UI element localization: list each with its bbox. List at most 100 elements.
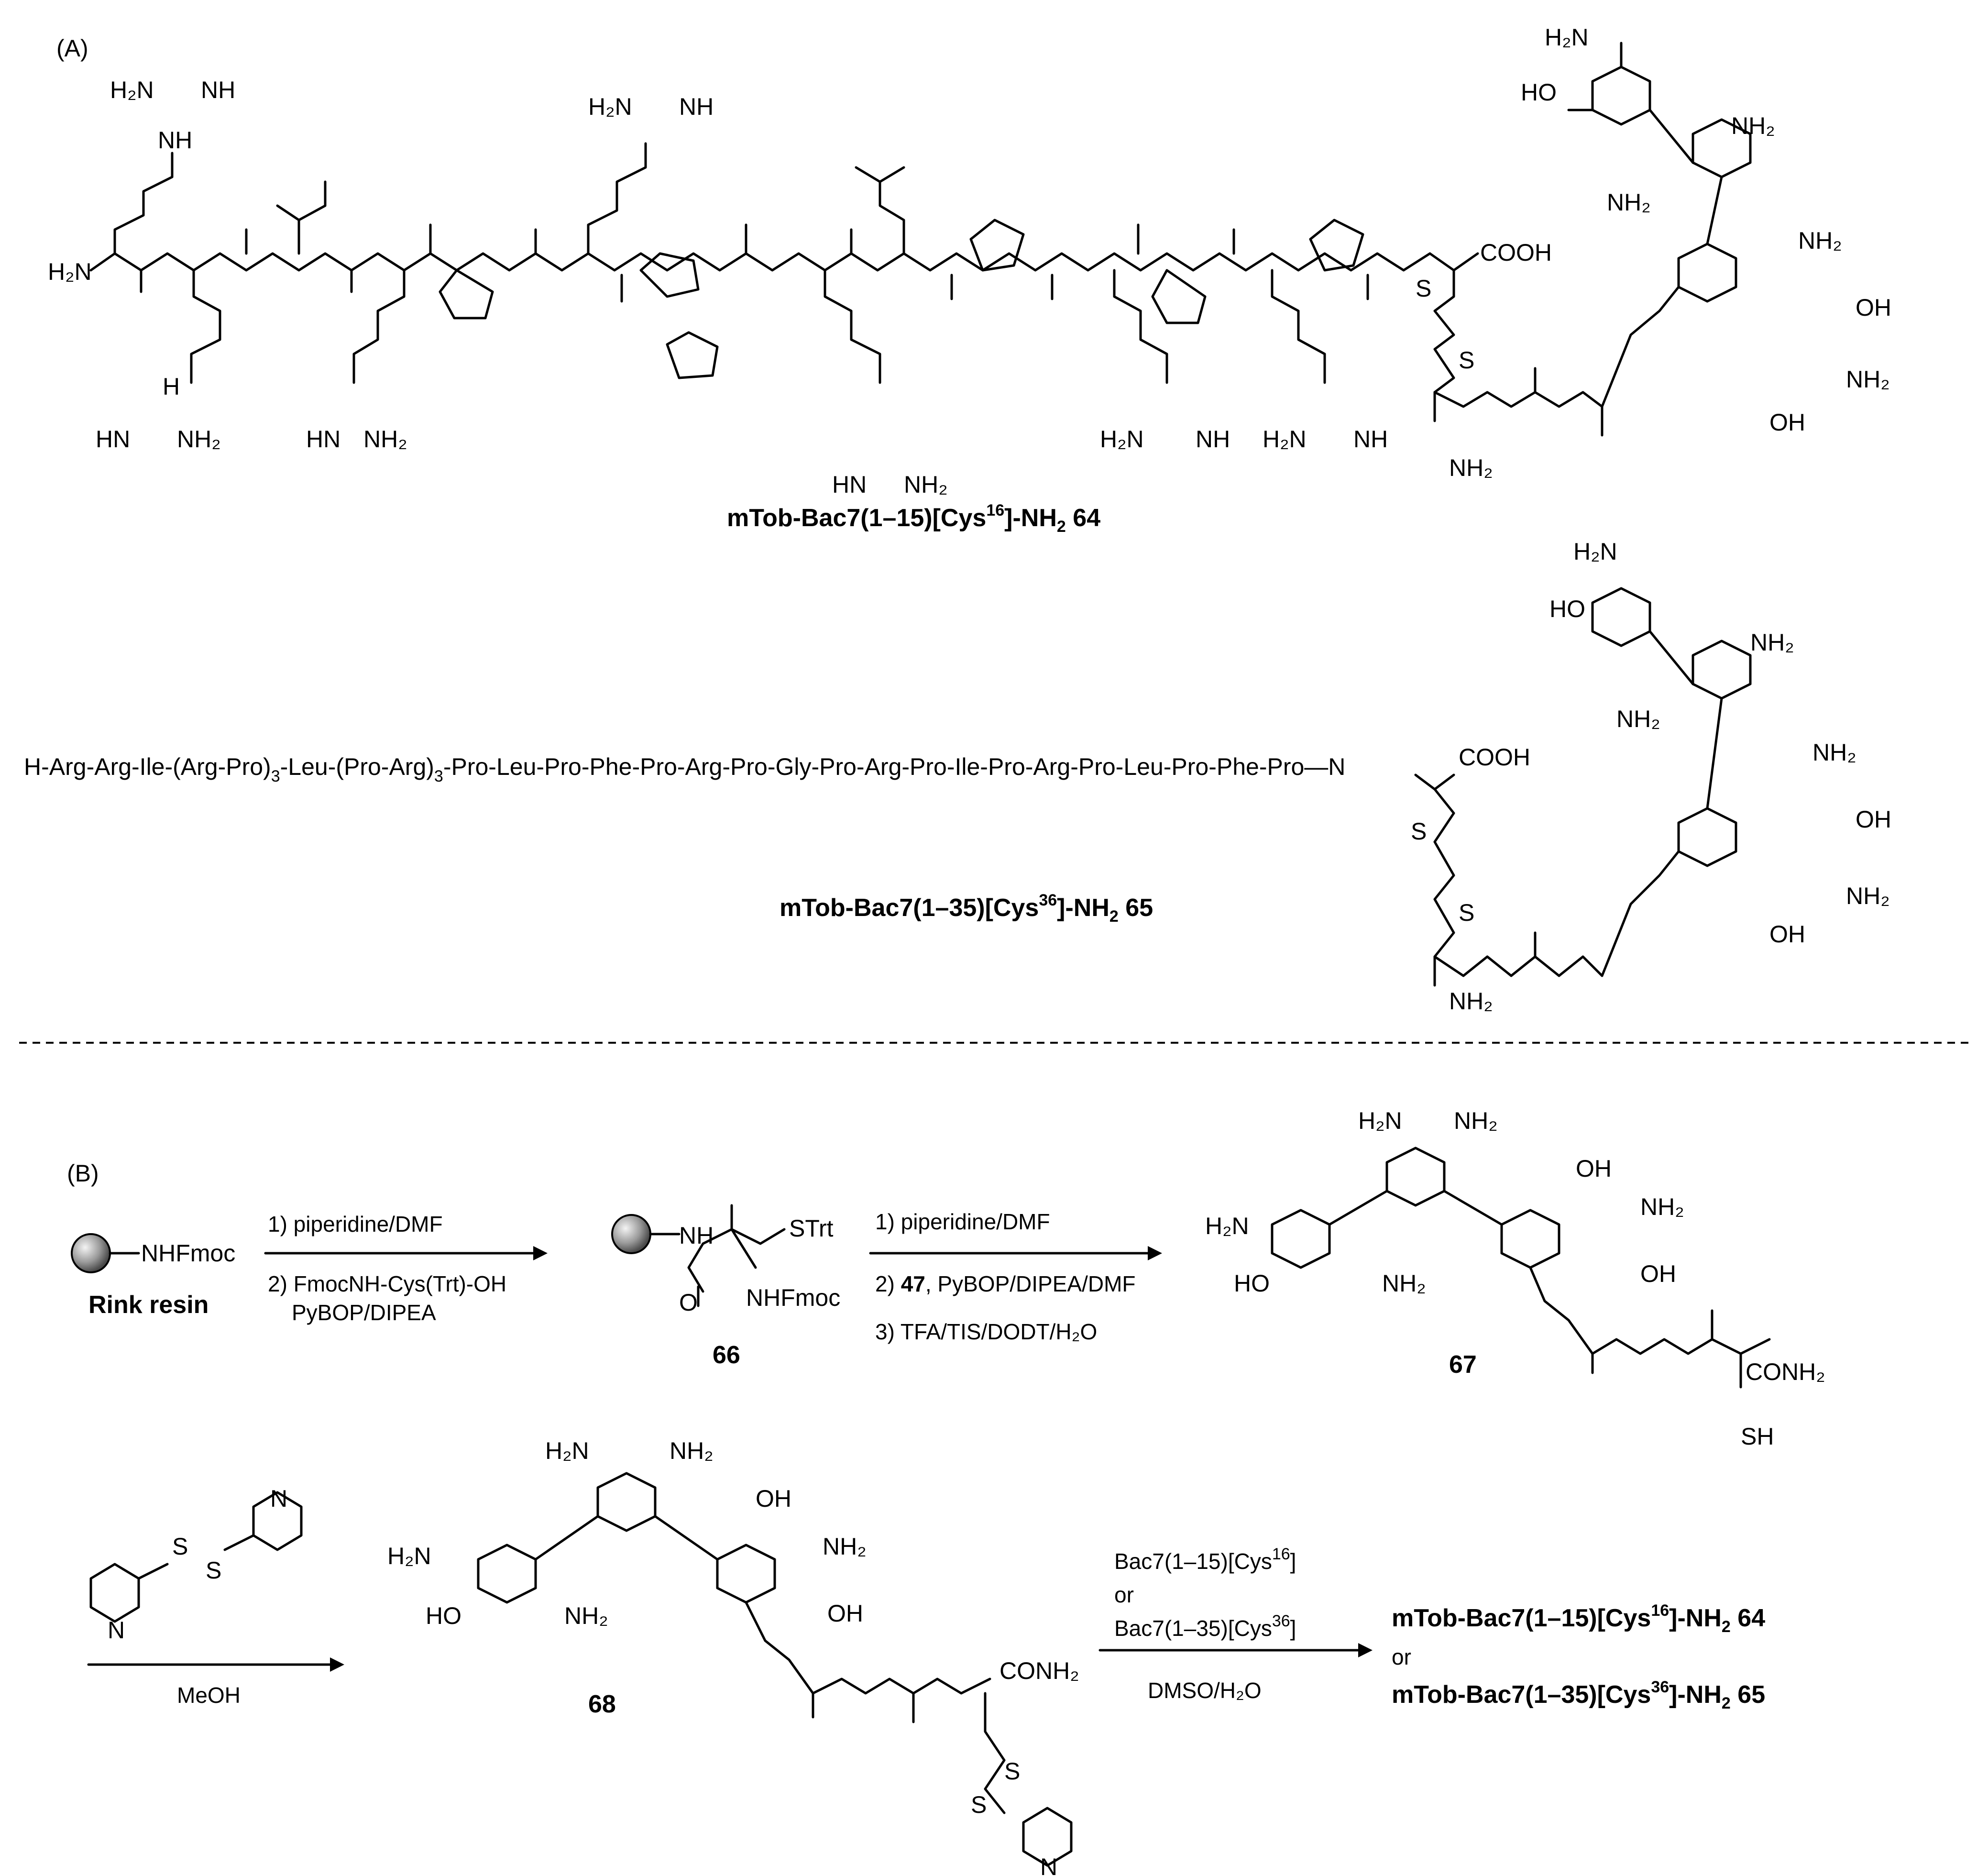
svg-text:NH₂: NH₂ — [1640, 1193, 1684, 1220]
svg-text:OH: OH — [1769, 921, 1805, 948]
svg-text:NH₂: NH₂ — [1382, 1270, 1426, 1297]
svg-text:or: or — [1114, 1582, 1134, 1607]
svg-text:S: S — [1411, 818, 1427, 845]
svg-text:OH: OH — [1856, 806, 1891, 833]
svg-text:H₂N: H₂N — [545, 1437, 589, 1464]
svg-text:NH₂: NH₂ — [1607, 189, 1651, 216]
compound-67-number: 67 — [1449, 1351, 1477, 1379]
svg-text:NH: NH — [158, 127, 192, 154]
svg-text:S: S — [1459, 899, 1474, 926]
svg-text:NH₂: NH₂ — [1449, 988, 1493, 1015]
svg-text:H₂N: H₂N — [110, 77, 154, 103]
svg-text:S: S — [1459, 347, 1474, 374]
svg-text:H₂N: H₂N — [588, 93, 632, 120]
svg-text:NH₂: NH₂ — [363, 426, 407, 452]
dipyridyl-disulfide-structure — [89, 1491, 303, 1623]
svg-text:NH: NH — [1353, 426, 1388, 452]
svg-text:S: S — [1416, 275, 1431, 302]
svg-text:NH₂: NH₂ — [564, 1602, 608, 1629]
svg-text:STrt: STrt — [789, 1215, 834, 1242]
svg-text:PyBOP/DIPEA: PyBOP/DIPEA — [292, 1300, 436, 1325]
product-65-label: mTob-Bac7(1–35)[Cys36]-NH2 65 — [1392, 1678, 1765, 1712]
svg-text:NH: NH — [679, 93, 714, 120]
svg-text:HO: HO — [1234, 1270, 1270, 1297]
svg-text:N: N — [1040, 1854, 1057, 1876]
svg-text:NH₂: NH₂ — [1846, 883, 1890, 909]
svg-text:2) 47, PyBOP/DIPEA/DMF: 2) 47, PyBOP/DIPEA/DMF — [875, 1271, 1136, 1296]
svg-text:NH₂: NH₂ — [1812, 739, 1856, 766]
svg-text:CONH₂: CONH₂ — [999, 1657, 1079, 1684]
svg-text:SH: SH — [1741, 1423, 1774, 1450]
product-or-label: or — [1392, 1644, 1411, 1669]
compound-64-caption: mTob-Bac7(1–15)[Cys16]-NH2 64 — [727, 501, 1100, 536]
svg-text:NH₂: NH₂ — [1449, 454, 1493, 481]
resin-bead-icon — [71, 1233, 111, 1273]
svg-text:COOH: COOH — [1459, 744, 1530, 771]
svg-text:HO: HO — [1549, 596, 1585, 622]
svg-text:S: S — [206, 1557, 221, 1584]
svg-text:NH: NH — [1196, 426, 1230, 452]
svg-text:OH: OH — [1769, 409, 1805, 436]
svg-text:O: O — [679, 1289, 698, 1316]
svg-text:NH₂: NH₂ — [177, 426, 221, 452]
compound-66-number: 66 — [713, 1341, 740, 1369]
svg-text:S: S — [971, 1791, 987, 1818]
svg-text:H₂N: H₂N — [1545, 24, 1589, 51]
svg-text:H₂N: H₂N — [1205, 1213, 1249, 1239]
compound-65-atom-labels: S S NH₂ H₂N HO NH₂ NH₂ NH₂ OH NH₂ OH — [1411, 538, 1891, 1015]
svg-text:Bac7(1–15)[Cys16]: Bac7(1–15)[Cys16] — [1114, 1545, 1296, 1574]
panel-a-label: (A) — [56, 35, 88, 62]
svg-text:1) piperidine/DMF: 1) piperidine/DMF — [875, 1209, 1050, 1234]
svg-text:OH: OH — [1856, 294, 1891, 321]
svg-text:NHFmoc: NHFmoc — [746, 1284, 840, 1311]
svg-text:OH: OH — [827, 1600, 863, 1627]
compound-65-structure — [1414, 587, 1752, 987]
svg-text:COOH: COOH — [1480, 239, 1552, 266]
svg-text:NH₂: NH₂ — [1731, 112, 1775, 139]
svg-text:CONH₂: CONH₂ — [1746, 1358, 1825, 1385]
panel-b-label: (B) — [67, 1160, 99, 1187]
svg-text:3) TFA/TIS/DODT/H₂O: 3) TFA/TIS/DODT/H₂O — [875, 1319, 1097, 1344]
svg-text:NH₂: NH₂ — [670, 1437, 714, 1464]
svg-text:H₂N: H₂N — [1358, 1107, 1402, 1134]
svg-text:S: S — [1004, 1758, 1020, 1785]
svg-text:NH: NH — [201, 77, 235, 103]
svg-text:H₂N: H₂N — [1263, 426, 1307, 452]
svg-text:HN: HN — [306, 426, 340, 452]
svg-text:1) piperidine/DMF: 1) piperidine/DMF — [268, 1212, 443, 1236]
peptide-64-structure — [89, 42, 1752, 437]
svg-text:N: N — [108, 1617, 125, 1644]
svg-text:NH₂: NH₂ — [904, 471, 948, 498]
svg-text:HO: HO — [1521, 79, 1557, 106]
svg-text:HN: HN — [832, 471, 867, 498]
compound-67-structure — [1271, 1147, 1771, 1389]
svg-text:N: N — [270, 1485, 287, 1512]
peptide-64-atom-labels: H₂N NH H₂N NH H HN NH₂ HN NH₂ H₂N NH HN … — [48, 24, 1891, 498]
compound-68-structure — [477, 1472, 1073, 1867]
svg-text:NH₂: NH₂ — [823, 1533, 867, 1560]
svg-text:NH₂: NH₂ — [1454, 1107, 1498, 1134]
svg-text:H₂N: H₂N — [387, 1543, 431, 1569]
svg-text:NH₂: NH₂ — [1846, 366, 1890, 393]
svg-text:MeOH: MeOH — [177, 1683, 241, 1708]
compound-66-structure — [611, 1204, 786, 1307]
bac7-1-35-sequence: H-Arg-Arg-Ile-(Arg-Pro)3-Leu-(Pro-Arg)3-… — [24, 753, 1345, 785]
compound-68-number: 68 — [588, 1690, 616, 1718]
svg-text:S: S — [172, 1533, 188, 1560]
svg-text:H₂N: H₂N — [48, 258, 92, 285]
svg-text:HN: HN — [96, 426, 130, 452]
svg-text:HO: HO — [426, 1602, 461, 1629]
svg-text:NHFmoc: NHFmoc — [141, 1240, 235, 1267]
svg-text:OH: OH — [1640, 1260, 1676, 1287]
svg-text:NH₂: NH₂ — [1798, 227, 1842, 254]
svg-text:H₂N: H₂N — [1100, 426, 1144, 452]
product-64-label: mTob-Bac7(1–15)[Cys16]-NH2 64 — [1392, 1601, 1765, 1636]
svg-text:H₂N: H₂N — [1573, 538, 1617, 565]
rink-resin-label: Rink resin — [88, 1291, 209, 1319]
svg-text:2) FmocNH-Cys(Trt)-OH: 2) FmocNH-Cys(Trt)-OH — [268, 1271, 506, 1296]
svg-text:DMSO/H₂O: DMSO/H₂O — [1148, 1678, 1262, 1703]
svg-text:NH: NH — [679, 1222, 714, 1249]
compound-65-caption: mTob-Bac7(1–35)[Cys36]-NH2 65 — [780, 891, 1153, 926]
svg-text:NH₂: NH₂ — [1616, 706, 1660, 732]
